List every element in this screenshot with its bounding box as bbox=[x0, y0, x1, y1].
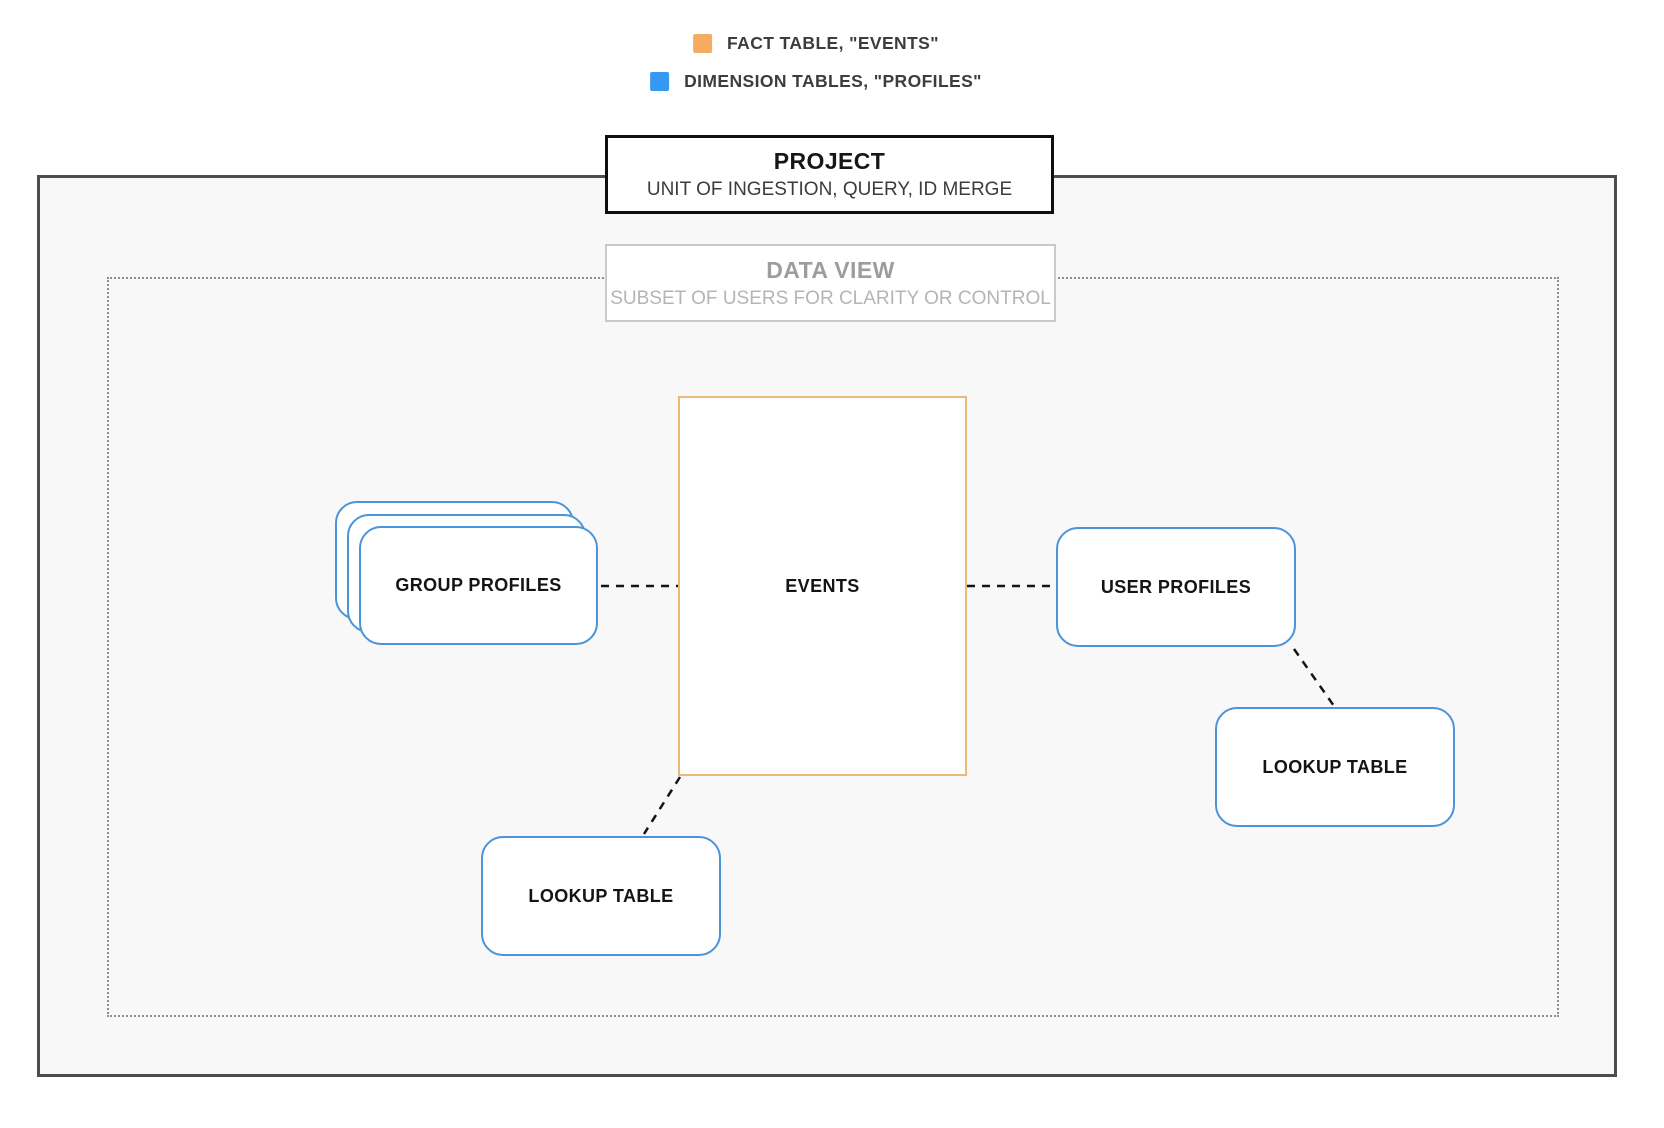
fact-table-swatch bbox=[693, 34, 713, 53]
dimension-tables-swatch bbox=[650, 72, 670, 91]
events-node: EVENTS bbox=[678, 396, 967, 776]
legend-item-fact-table: FACT TABLE, "EVENTS" bbox=[693, 33, 939, 54]
project-subtitle: UNIT OF INGESTION, QUERY, ID MERGE bbox=[646, 179, 1013, 200]
legend-label-fact-table: FACT TABLE, "EVENTS" bbox=[727, 33, 939, 53]
data-view-subtitle: SUBSET OF USERS FOR CLARITY OR CONTROL bbox=[610, 287, 1051, 309]
project-box: PROJECT UNIT OF INGESTION, QUERY, ID MER… bbox=[605, 135, 1054, 214]
user-profiles-node: USER PROFILES bbox=[1056, 527, 1296, 647]
project-title: PROJECT bbox=[773, 148, 886, 174]
lookup-table-bottom-node: LOOKUP TABLE bbox=[481, 836, 721, 956]
data-view-title: DATA VIEW bbox=[766, 256, 895, 283]
events-label: EVENTS bbox=[785, 575, 860, 596]
group-profiles-node: GROUP PROFILES bbox=[359, 526, 598, 645]
legend-label-dimension-tables: DIMENSION TABLES, "PROFILES" bbox=[684, 71, 982, 91]
group-profiles-label: GROUP PROFILES bbox=[395, 575, 562, 595]
lookup-table-bottom-label: LOOKUP TABLE bbox=[528, 885, 674, 906]
lookup-table-right-node: LOOKUP TABLE bbox=[1215, 707, 1455, 827]
lookup-table-right-label: LOOKUP TABLE bbox=[1262, 756, 1408, 777]
data-view-box: DATA VIEW SUBSET OF USERS FOR CLARITY OR… bbox=[605, 244, 1056, 322]
user-profiles-label: USER PROFILES bbox=[1100, 576, 1252, 597]
legend: FACT TABLE, "EVENTS" DIMENSION TABLES, "… bbox=[650, 33, 982, 92]
legend-item-dimension-tables: DIMENSION TABLES, "PROFILES" bbox=[650, 71, 982, 92]
